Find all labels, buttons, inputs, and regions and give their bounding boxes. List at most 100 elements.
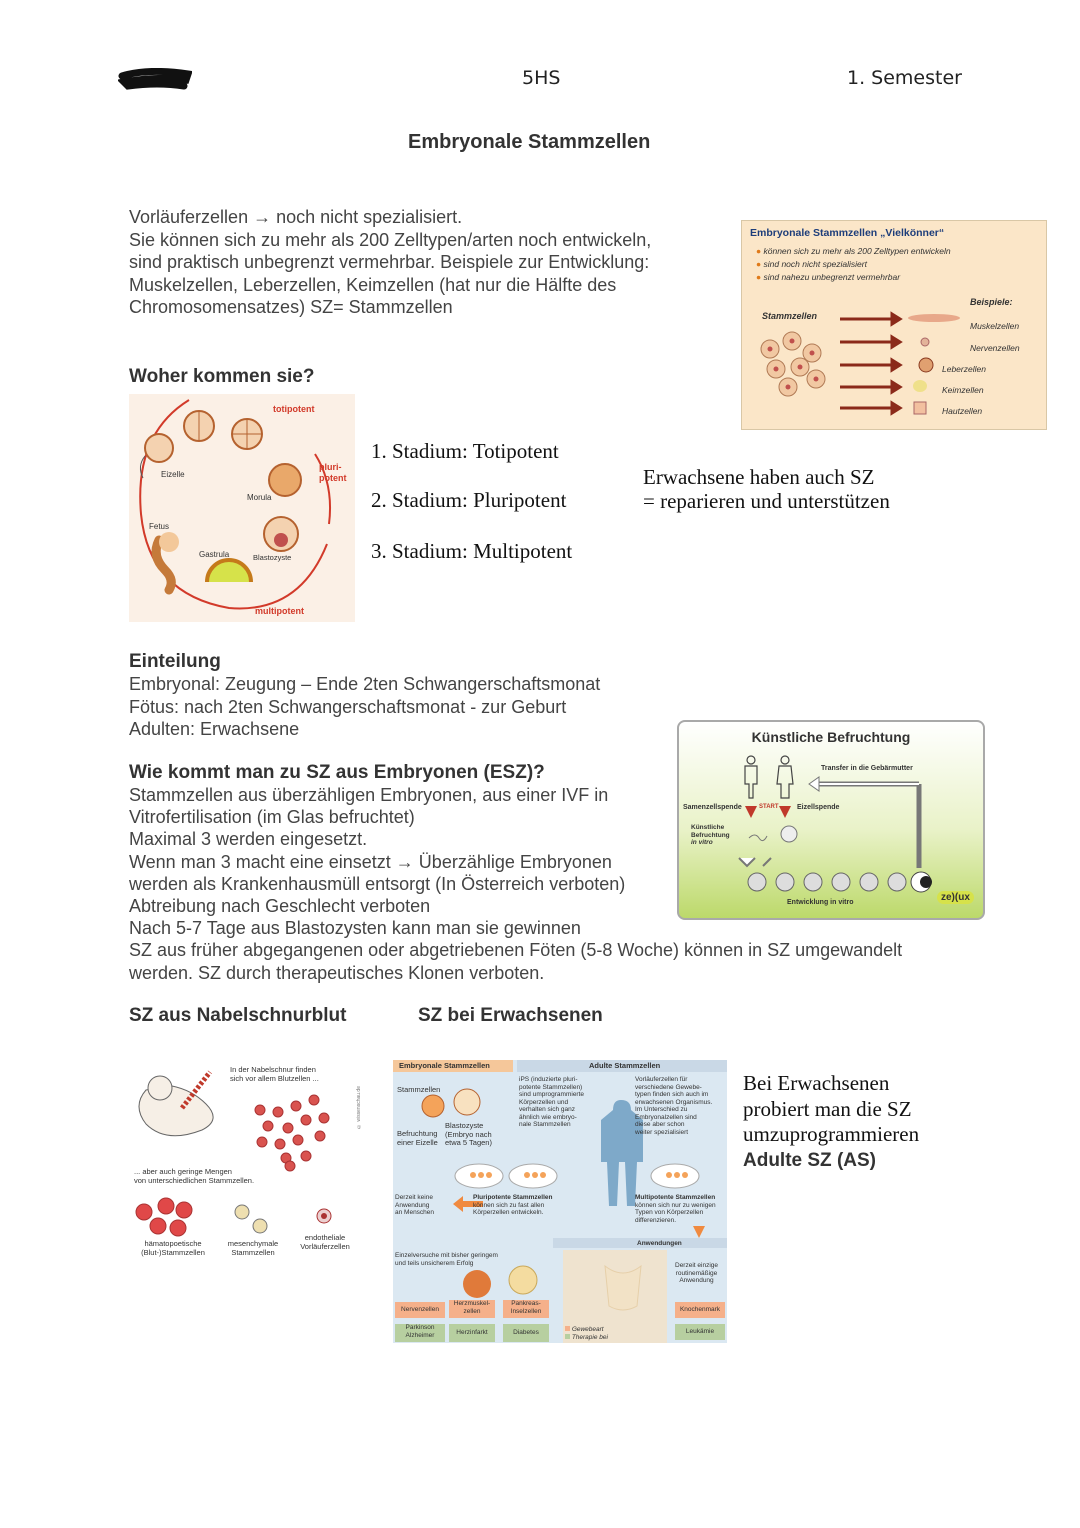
vielkoenner-figure: Embryonale Stammzellen „Vielkönner“ ● kö… bbox=[741, 220, 1047, 430]
morula-label: Morula bbox=[247, 493, 272, 502]
nabel-mid-text: ... aber auch geringe Mengen von untersc… bbox=[134, 1167, 255, 1185]
stage-1: 1. Stadium: Totipotent bbox=[371, 439, 559, 463]
multi-line: differenzieren. bbox=[635, 1216, 677, 1224]
right-title: Adulte Stammzellen bbox=[589, 1061, 661, 1070]
eizell-label: Eizellspende bbox=[797, 804, 840, 811]
bullet-item: ● können sich zu mehr als 200 Zelltypen … bbox=[756, 246, 951, 256]
ips-text: iPS (induzierte pluri- potente Stammzell… bbox=[519, 1076, 584, 1129]
knochenmark-label: Knochenmark bbox=[675, 1302, 725, 1318]
left-title-bar bbox=[393, 1060, 513, 1072]
vorlaeufer-line: diese aber schon bbox=[635, 1121, 685, 1128]
derzeit-line: Derzeit keine bbox=[395, 1194, 433, 1201]
muscle-cell bbox=[908, 314, 960, 322]
pluri-text: Pluripotente Stammzellen können sich zu … bbox=[473, 1194, 552, 1217]
stammzellen-label: Stammzellen bbox=[397, 1085, 441, 1094]
vielkoenner-bullets: ● können sich zu mehr als 200 Zelltypen … bbox=[756, 245, 951, 284]
samen-label: Samenzellspende bbox=[683, 804, 742, 811]
vorlaeufer-line: erwachsenen Organismus. bbox=[635, 1098, 713, 1106]
einteilung-heading: Einteilung bbox=[129, 651, 221, 672]
kb-line: Befruchtung bbox=[691, 831, 730, 839]
examples-list-2: Leberzellen Keimzellen Hautzellen bbox=[942, 359, 986, 422]
esz-line: Abtreibung nach Geschlecht verboten bbox=[129, 896, 431, 917]
intro-line: sind praktisch unbegrenzt vermehrbar. Be… bbox=[129, 252, 650, 272]
erwachsene-line: probiert man die SZ bbox=[743, 1096, 912, 1121]
legend-swatch bbox=[565, 1326, 570, 1331]
disease-parkinson: Parkinson Alzheimer bbox=[395, 1324, 445, 1342]
bullet-item: ● sind noch nicht spezialisiert bbox=[756, 259, 867, 269]
example-item: Leberzellen bbox=[942, 364, 986, 374]
gastrula-label: Gastrula bbox=[199, 550, 230, 559]
esz-heading: Wie kommt man zu SZ aus Embryonen (ESZ)? bbox=[129, 762, 545, 783]
esz-line: Nach 5-7 Tage aus Blastozysten kann man … bbox=[129, 918, 581, 939]
adult-stemcells-figure: Embryonale Stammzellen Adulte Stammzelle… bbox=[393, 1060, 727, 1343]
example-item: Muskelzellen bbox=[970, 321, 1020, 331]
start-label: START bbox=[759, 804, 779, 810]
stage-2: 2. Stadium: Pluripotent bbox=[371, 488, 567, 512]
esz-line: SZ aus früher abgegangenen oder abgetrie… bbox=[129, 940, 903, 961]
multi-line: können sich nur zu wenigen bbox=[635, 1201, 716, 1209]
type-line: mesenchymale bbox=[227, 1239, 279, 1248]
type-line: Vorläuferzellen bbox=[300, 1241, 350, 1251]
scribble-redaction bbox=[116, 67, 193, 90]
einzel-line: Einzelversuche mit bisher geringem bbox=[395, 1252, 498, 1259]
nabel-mid-line: von unterschiedlichen Stammzellen. bbox=[134, 1175, 255, 1185]
adults-note: Erwachsene haben auch SZ = reparieren un… bbox=[643, 465, 890, 513]
type-line: hämatopoetische bbox=[144, 1239, 202, 1248]
esz-text: Stammzellen aus überzähligen Embryonen, … bbox=[129, 784, 902, 984]
erwachsene-heading: SZ bei Erwachsenen bbox=[418, 1005, 603, 1026]
stage-3: 3. Stadium: Multipotent bbox=[371, 539, 573, 563]
einteilung-line: Fötus: nach 2ten Schwangerschaftsmonat -… bbox=[129, 696, 567, 717]
befruchtung-label: Befruchtung einer Eizelle bbox=[397, 1129, 438, 1147]
nerve-cell bbox=[920, 337, 930, 347]
nabel-top-text: In der Nabelschnur finden sich vor allem… bbox=[230, 1065, 319, 1083]
legend: Gewebeart Therapie bei bbox=[565, 1326, 608, 1341]
einzel-text: Einzelversuche mit bisher geringem und t… bbox=[395, 1252, 498, 1267]
pluri-line: können sich zu fast allen bbox=[473, 1201, 545, 1209]
examples-list: Muskelzellen Nervenzellen bbox=[970, 316, 1020, 359]
befruchtung-line: Befruchtung bbox=[397, 1129, 438, 1138]
transfer-label: Transfer in die Gebärmutter bbox=[821, 765, 913, 772]
bullet-icon: ● bbox=[756, 246, 764, 256]
vorlaeufer-line: weiter spezialisiert bbox=[635, 1128, 689, 1136]
ivf-diagram bbox=[738, 755, 932, 893]
esz-line: Stammzellen aus überzähligen Embryonen, … bbox=[129, 785, 609, 805]
left-title: Embryonale Stammzellen bbox=[399, 1061, 490, 1070]
ips-line: iPS (induzierte pluri- bbox=[519, 1076, 578, 1083]
intro-line: Vorläuferzellen → noch nicht spezialisie… bbox=[129, 207, 463, 227]
ips-line: Körperzellen und bbox=[519, 1098, 569, 1106]
vorlaeufer-line: typen finden sich auch im bbox=[635, 1091, 709, 1098]
disease-diabetes: Diabetes bbox=[503, 1324, 549, 1342]
intro-line: Muskelzellen, Leberzellen, Keimzellen (h… bbox=[129, 274, 617, 295]
example-item: Keimzellen bbox=[942, 385, 984, 395]
bullet-item: ● sind nahezu unbegrenzt vermehrbar bbox=[756, 272, 901, 282]
derzeit-line: an Menschen bbox=[395, 1209, 435, 1216]
zeux-logo: ze)(ux bbox=[937, 891, 974, 904]
adults-note-line: Erwachsene haben auch SZ bbox=[643, 465, 875, 489]
blastozyste-label: Blastozyste (Embryo nach etwa 5 Tagen) bbox=[445, 1121, 492, 1148]
ivf-figure: Künstliche Befruchtung Transfer in die G… bbox=[677, 720, 985, 920]
derzeit-line: Anwendung bbox=[395, 1201, 430, 1209]
adulte-sz-label: Adulte SZ (AS) bbox=[743, 1149, 876, 1171]
nabel-top-line: sich vor allem Blutzellen ... bbox=[230, 1073, 319, 1083]
esz-line: Wenn man 3 macht eine einsetzt → Überzäh… bbox=[129, 851, 612, 872]
multi-line: Typen von Körperzellen bbox=[635, 1209, 704, 1216]
liver-cell bbox=[918, 357, 934, 373]
multipotent-label: multipotent bbox=[255, 606, 304, 616]
potency-figure: totipotent pluri- potent multipotent Eiz… bbox=[129, 394, 355, 622]
example-item: Nervenzellen bbox=[970, 342, 1020, 353]
vielkoenner-title: Embryonale Stammzellen „Vielkönner“ bbox=[750, 227, 945, 239]
right-title-bar bbox=[517, 1060, 727, 1072]
cell-pankreas: Pankreas-Inselzellen bbox=[503, 1300, 549, 1318]
anwendungen-label: Anwendungen bbox=[637, 1240, 682, 1247]
woher-heading: Woher kommen sie? bbox=[129, 366, 315, 387]
erwachsene-line: umzuprogrammieren bbox=[743, 1122, 920, 1146]
pluripotent-label: pluri- potent bbox=[319, 462, 347, 484]
page-title: Embryonale Stammzellen bbox=[408, 131, 651, 153]
einzige-line: Anwendung bbox=[679, 1277, 714, 1284]
kb-label: Künstliche Befruchtung in vitro bbox=[691, 824, 730, 847]
leukaemie-label: Leukämie bbox=[675, 1324, 725, 1340]
vorlaeufer-line: Im Unterschied zu bbox=[635, 1106, 688, 1113]
esz-line: Vitrofertilisation (im Glas befruchtet) bbox=[129, 807, 415, 828]
blastozyste-label: Blastozyste bbox=[253, 553, 292, 562]
einzige-text: Derzeit einzige routinemäßige Anwendung bbox=[675, 1262, 718, 1285]
